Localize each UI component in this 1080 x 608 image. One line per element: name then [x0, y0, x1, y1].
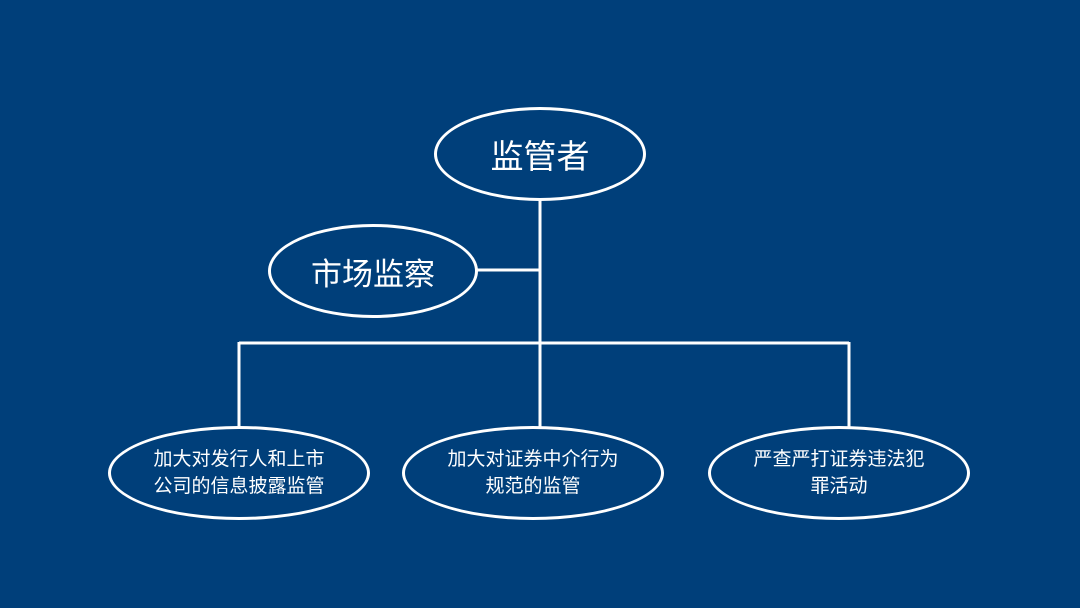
node-leaf-2-line-2: 规范的监管 — [485, 475, 581, 497]
node-leaf-disclosure: 加大对发行人和上市 公司的信息披露监管 — [108, 426, 370, 520]
node-leaf-2-line-1: 加大对证券中介行为 — [447, 448, 619, 470]
node-leaf-1-line-2: 公司的信息披露监管 — [153, 475, 325, 497]
node-leaf-3-line-1: 严查严打证券违法犯 — [753, 448, 925, 470]
node-leaf-3-line-2: 罪活动 — [810, 475, 868, 497]
node-market-surveillance: 市场监察 — [268, 224, 478, 318]
node-leaf-intermediary: 加大对证券中介行为 规范的监管 — [402, 426, 664, 520]
node-root-regulator: 监管者 — [434, 107, 646, 201]
node-side-label: 市场监察 — [311, 256, 435, 293]
node-leaf-crackdown: 严查严打证券违法犯 罪活动 — [708, 426, 970, 520]
node-leaf-1-line-1: 加大对发行人和上市 — [153, 448, 325, 470]
node-root-label: 监管者 — [490, 137, 590, 176]
